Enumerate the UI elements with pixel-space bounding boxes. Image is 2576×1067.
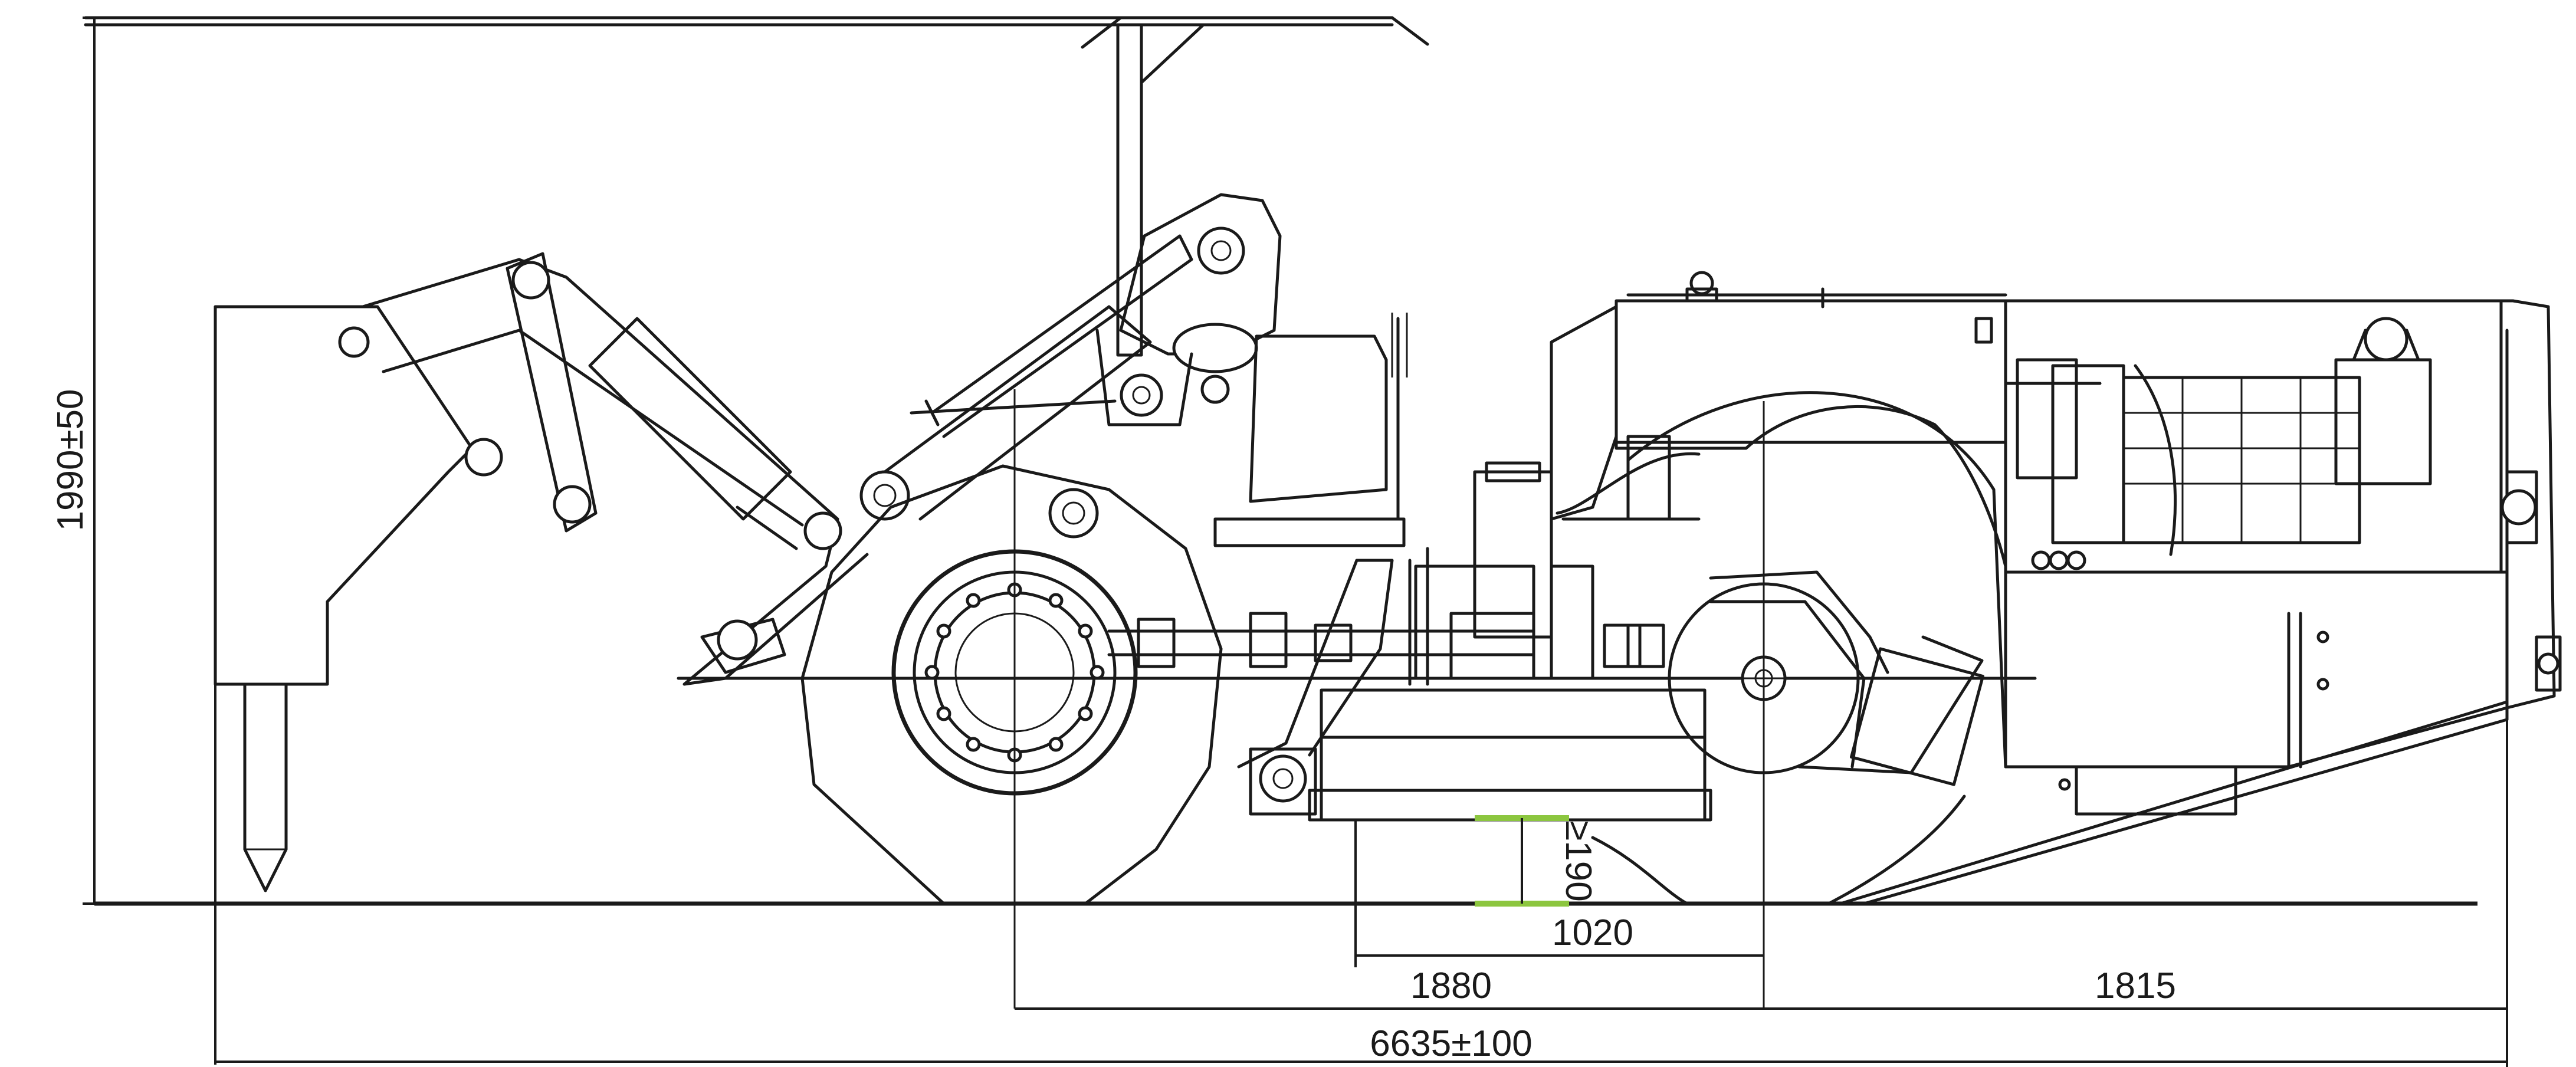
tilt-linkage (1095, 193, 1282, 426)
overall-length-label: 6635±100 (1370, 1023, 1532, 1064)
ground-clearance-dimension: ≥190 (1475, 815, 1599, 907)
engine-assembly (1974, 299, 2556, 710)
front-bucket (214, 305, 474, 892)
operator-canopy (84, 16, 1429, 357)
overall-height-label: 1990±50 (50, 389, 91, 531)
rear-overhang-label: 1815 (2095, 966, 2176, 1006)
operator-seat (1213, 313, 1408, 547)
wheelbase-label: 1880 (1410, 966, 1492, 1006)
wheelbase-dimension: 1880 1815 (1015, 708, 2508, 1067)
overall-length-dimension: 6635±100 (214, 684, 2507, 1065)
ground-clearance-label: ≥190 (1558, 820, 1599, 901)
clearance-span-dimension: 1020 (1354, 820, 1764, 967)
boom-linkage (338, 234, 1193, 686)
drive-shaft (1137, 612, 1665, 668)
height-dimension: 1990±50 (50, 17, 106, 905)
front-wheel (800, 464, 1223, 905)
axle-centerlines (678, 389, 2035, 1009)
rear-tail (1839, 470, 2562, 905)
clearance-span-label: 1020 (1552, 912, 1633, 953)
